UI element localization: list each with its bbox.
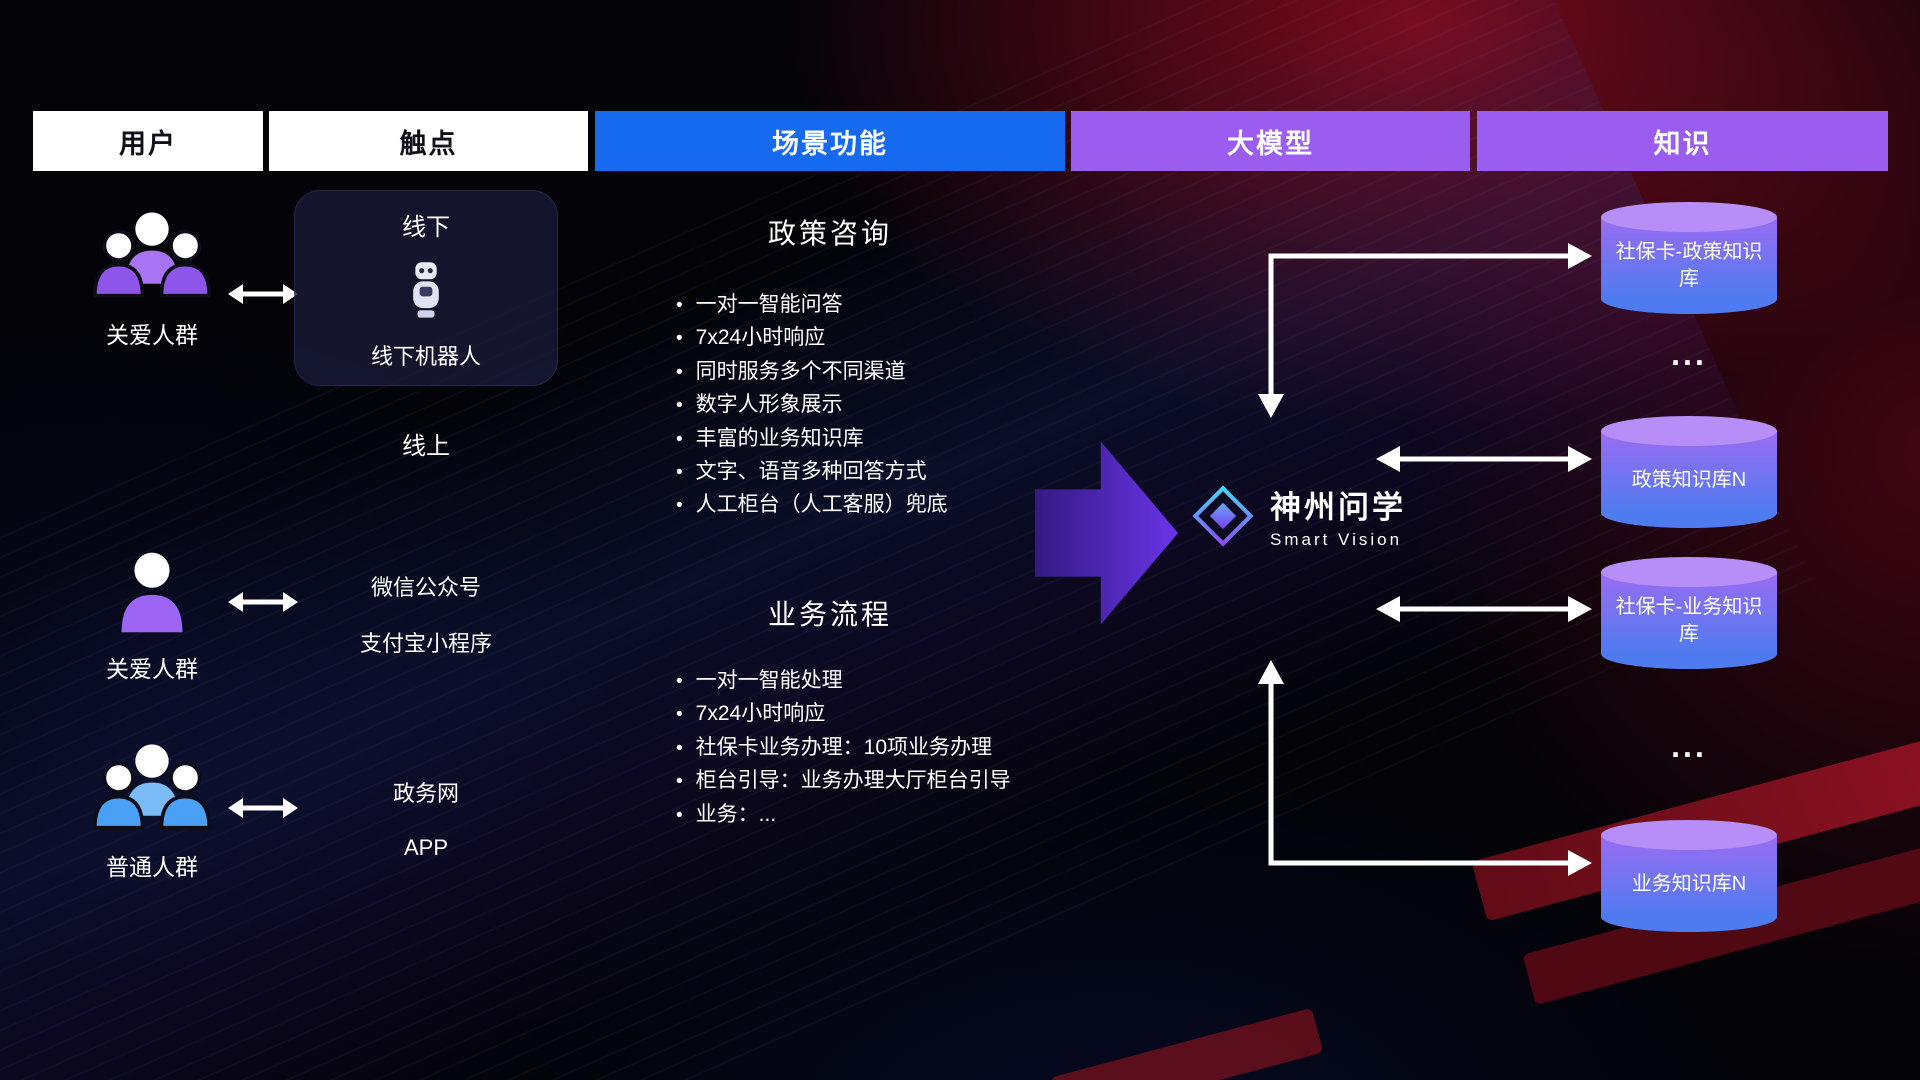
business-process-title: 业务流程 — [767, 599, 892, 630]
online-title: 线上 — [402, 433, 450, 460]
kb-label: 政策知识库N — [1631, 468, 1747, 491]
kb-label: 社保卡-业务知识库 — [1615, 596, 1763, 645]
column-header-touchpoints: 触点 — [269, 111, 588, 171]
policy-feature-list: 一对一智能问答7x24小时响应同时服务多个不同渠道数字人形象展示丰富的业务知识库… — [676, 289, 1096, 523]
user-label: 普通人群 — [106, 854, 198, 880]
feature-item: 数字人形象展示 — [676, 389, 1096, 422]
kb-social-business: 社保卡-业务知识库 — [1601, 557, 1777, 669]
brand-name: 神州问学 — [1270, 490, 1406, 525]
offline-title: 线下 — [402, 214, 450, 241]
feature-item: 柜台引导：业务办理大厅柜台引导 — [676, 765, 1096, 798]
brand-subtitle: Smart Vision — [1270, 530, 1403, 549]
db-cap — [1601, 557, 1777, 587]
user-label: 关爱人群 — [106, 322, 198, 348]
brand-logo: 神州问学 Smart Vision — [1190, 482, 1406, 550]
feature-item: 一对一智能处理 — [676, 665, 1096, 698]
db-cap — [1601, 820, 1777, 850]
business-feature-list: 一对一智能处理7x24小时响应社保卡业务办理：10项业务办理柜台引导：业务办理大… — [676, 665, 1096, 832]
feature-item: 丰富的业务知识库 — [676, 423, 1096, 456]
column-header-scenarios: 场景功能 — [595, 111, 1065, 171]
kb-label: 业务知识库N — [1631, 872, 1747, 895]
offline-touchpoint-card: 线下 线下机器人 — [294, 190, 558, 386]
user-label: 关爱人群 — [106, 656, 198, 682]
bidirectional-arrow — [228, 592, 298, 612]
user-general-group: 普通人群 — [52, 742, 252, 882]
offline-robot-icon — [413, 261, 439, 318]
bidirectional-arrow — [228, 798, 298, 818]
user-care-group: 关爱人群 — [52, 210, 252, 350]
column-header-knowledge: 知识 — [1477, 111, 1888, 171]
touchpoint-app: APP — [403, 835, 449, 860]
people-group-icon — [93, 744, 211, 830]
people-group-icon — [93, 212, 211, 298]
feature-item: 7x24小时响应 — [676, 698, 1096, 731]
bidirectional-arrow — [228, 284, 298, 304]
kb-policy-n: 政策知识库N — [1601, 416, 1777, 528]
kb-social-policy: 社保卡-政策知识库 — [1601, 202, 1777, 314]
ellipsis: ... — [1671, 728, 1707, 764]
feature-item: 社保卡业务办理：10项业务办理 — [676, 732, 1096, 765]
user-care-person: 关爱人群 — [52, 548, 252, 684]
person-icon — [121, 552, 183, 633]
feature-item: 业务：... — [676, 799, 1096, 832]
touchpoint-wechat: 微信公众号 — [370, 575, 481, 600]
feature-item: 同时服务多个不同渠道 — [676, 356, 1096, 389]
kb-label: 社保卡-政策知识库 — [1615, 241, 1763, 290]
ellipsis: ... — [1671, 336, 1707, 372]
column-header-llm: 大模型 — [1071, 111, 1470, 171]
db-cap — [1601, 416, 1777, 446]
touchpoint-alipay: 支付宝小程序 — [359, 631, 492, 656]
feature-item: 人工柜台（人工客服）兜底 — [676, 489, 1096, 522]
touchpoint-gov-web: 政务网 — [392, 781, 459, 806]
kb-business-n: 业务知识库N — [1601, 820, 1777, 932]
feature-item: 文字、语音多种回答方式 — [676, 456, 1096, 489]
feature-item: 7x24小时响应 — [676, 322, 1096, 355]
feature-item: 一对一智能问答 — [676, 289, 1096, 322]
column-header-users: 用户 — [33, 111, 263, 171]
db-cap — [1601, 202, 1777, 232]
brand-diamond-icon — [1192, 485, 1254, 547]
offline-robot-label: 线下机器人 — [370, 344, 481, 369]
policy-consulting-title: 政策咨询 — [767, 218, 892, 249]
